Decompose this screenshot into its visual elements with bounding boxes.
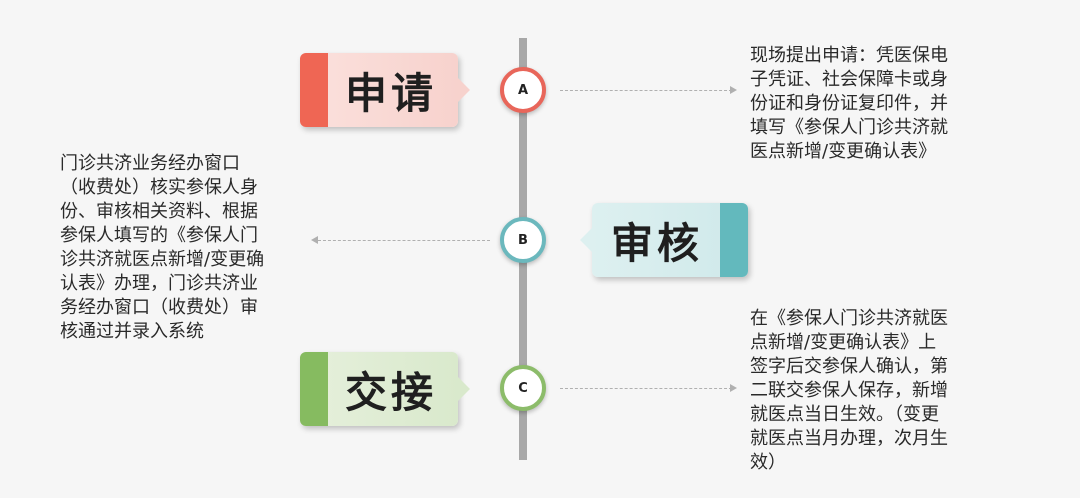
step-b-color-bar — [720, 203, 748, 277]
step-b-pointer — [580, 226, 594, 254]
step-a-connector — [560, 90, 732, 91]
step-b-arrow-icon — [311, 236, 318, 244]
step-a-node-letter: A — [517, 82, 529, 98]
step-a-label: 申请 — [300, 53, 458, 127]
step-b-node-letter: B — [518, 232, 528, 248]
step-b-title: 审核 — [610, 218, 703, 268]
step-c-node: C — [500, 365, 546, 411]
step-c-color-bar — [300, 352, 328, 426]
step-b-label: 审核 — [592, 203, 748, 277]
step-b-node: B — [500, 217, 546, 263]
step-b-connector — [318, 240, 490, 241]
step-c-title: 交接 — [344, 367, 437, 417]
step-b-description: 门诊共济业务经办窗口 （收费处）核实参保人身 份、审核相关资料、根据 参保人填写… — [60, 153, 265, 342]
step-c-connector — [560, 388, 732, 389]
step-c-description: 在《参保人门诊共济就医 点新增/变更确认表》上 签字后交参保人确认，第 二联交参… — [750, 308, 948, 473]
step-a-description: 现场提出申请：凭医保电 子凭证、社会保障卡或身 份证和身份证复印件，并 填写《参… — [750, 45, 948, 162]
step-a-arrow-icon — [730, 86, 737, 94]
step-a-pointer — [456, 76, 470, 104]
step-c-label: 交接 — [300, 352, 458, 426]
step-c-arrow-icon — [730, 384, 737, 392]
step-c-pointer — [456, 375, 470, 403]
step-a-title: 申请 — [344, 68, 437, 118]
step-c-node-letter: C — [518, 380, 528, 396]
step-a-color-bar — [300, 53, 328, 127]
step-a-node: A — [500, 67, 546, 113]
